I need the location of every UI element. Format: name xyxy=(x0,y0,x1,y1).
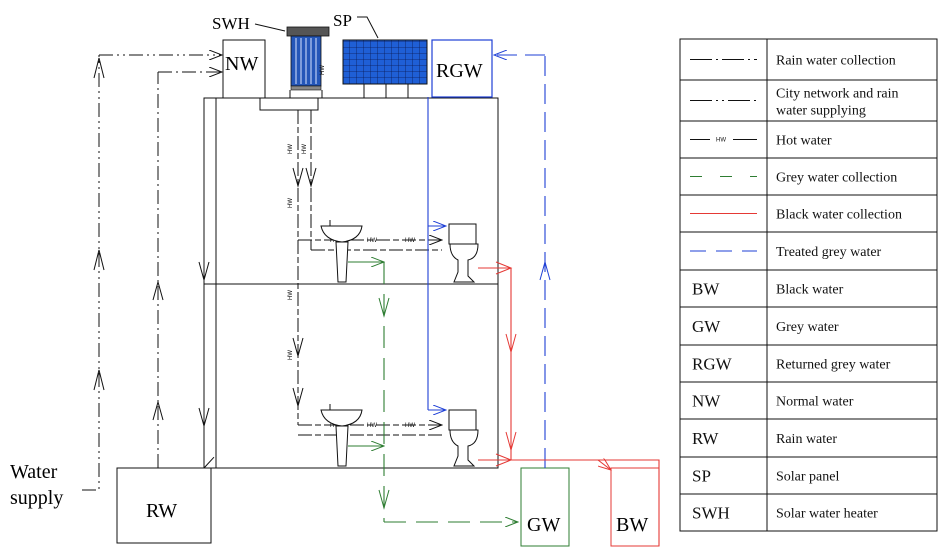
legend-hw-tag: HW xyxy=(716,138,726,144)
legend-border xyxy=(679,38,938,532)
water-supply-label-line2: supply xyxy=(10,487,63,509)
legend-description: water supplying xyxy=(776,104,866,119)
rw-label: RW xyxy=(146,500,177,522)
legend-abbr: NW xyxy=(692,392,721,411)
legend-description: Solar water heater xyxy=(776,507,878,522)
legend-abbr: RGW xyxy=(692,355,733,374)
bw-tank xyxy=(610,467,660,547)
gw-label: GW xyxy=(527,514,560,536)
black-arrows xyxy=(495,261,517,467)
sp-label: SP xyxy=(333,11,352,30)
hot-water-arrows xyxy=(292,167,317,408)
solar-water-heater xyxy=(259,26,330,111)
legend-description: Grey water collection xyxy=(776,171,897,186)
hot-water-tags: HW HW HW HW HW HW HW HW HW HW HW HW xyxy=(288,65,415,429)
solar-panel xyxy=(342,39,428,98)
legend-abbr: SWH xyxy=(692,504,730,523)
rain-supply-arrows xyxy=(152,280,164,421)
legend-description: Hot water xyxy=(776,134,832,149)
svg-text:HW: HW xyxy=(288,144,294,154)
gw-tank xyxy=(520,467,570,547)
grey-arrows xyxy=(378,297,390,510)
rain-collection-line xyxy=(203,98,217,469)
nw-label: NW xyxy=(225,53,258,75)
rgw-tank xyxy=(431,39,493,98)
treated-grey-water-line xyxy=(427,55,546,468)
svg-text:HW: HW xyxy=(367,238,377,244)
legend-description: City network and rain xyxy=(776,87,898,102)
rw-tank xyxy=(116,467,212,544)
bw-label: BW xyxy=(616,514,648,536)
treated-arrows xyxy=(539,260,551,281)
svg-text:HW: HW xyxy=(330,423,340,429)
nw-tank xyxy=(222,39,266,99)
sink-floor-1 xyxy=(320,220,363,283)
legend-description: Grey water xyxy=(776,320,839,335)
legend-abbr: BW xyxy=(692,280,720,299)
legend-description: Returned grey water xyxy=(776,358,891,373)
svg-text:HW: HW xyxy=(405,423,415,429)
swh-label: SWH xyxy=(212,14,250,33)
legend-description: Rain water collection xyxy=(776,54,896,69)
legend-sample-hot: HW xyxy=(690,138,757,144)
legend-abbr: GW xyxy=(692,317,721,336)
legend-description: Solar panel xyxy=(776,470,839,485)
swh-leader xyxy=(254,23,286,32)
legend-description: Black water collection xyxy=(776,208,902,223)
hot-water-lines xyxy=(297,110,442,436)
toilet-floor-2 xyxy=(448,409,479,467)
rain-collection-arrows xyxy=(198,261,210,428)
svg-text:HW: HW xyxy=(288,198,294,208)
svg-text:HW: HW xyxy=(288,290,294,300)
svg-text:HW: HW xyxy=(320,65,326,75)
toilet-floor-1 xyxy=(448,223,479,283)
rgw-label: RGW xyxy=(436,60,483,82)
legend-description: Normal water xyxy=(776,395,854,410)
svg-text:HW: HW xyxy=(302,144,308,154)
legend-description: Treated grey water xyxy=(776,245,882,260)
svg-text:HW: HW xyxy=(288,350,294,360)
supply-arrows xyxy=(93,57,105,391)
svg-text:HW: HW xyxy=(405,238,415,244)
sp-leader xyxy=(357,16,379,39)
legend-description: Rain water xyxy=(776,432,837,447)
black-water-line xyxy=(478,267,660,546)
rain-supply-line xyxy=(157,72,222,468)
svg-text:HW: HW xyxy=(367,423,377,429)
water-supply-label-line1: Water xyxy=(10,461,58,483)
legend-abbr: SP xyxy=(692,467,711,486)
grey-water-line xyxy=(348,262,518,522)
legend-abbr: RW xyxy=(692,429,719,448)
legend-description: Black water xyxy=(776,283,844,298)
sink-floor-2 xyxy=(320,404,363,467)
city-supply-line xyxy=(82,55,222,491)
